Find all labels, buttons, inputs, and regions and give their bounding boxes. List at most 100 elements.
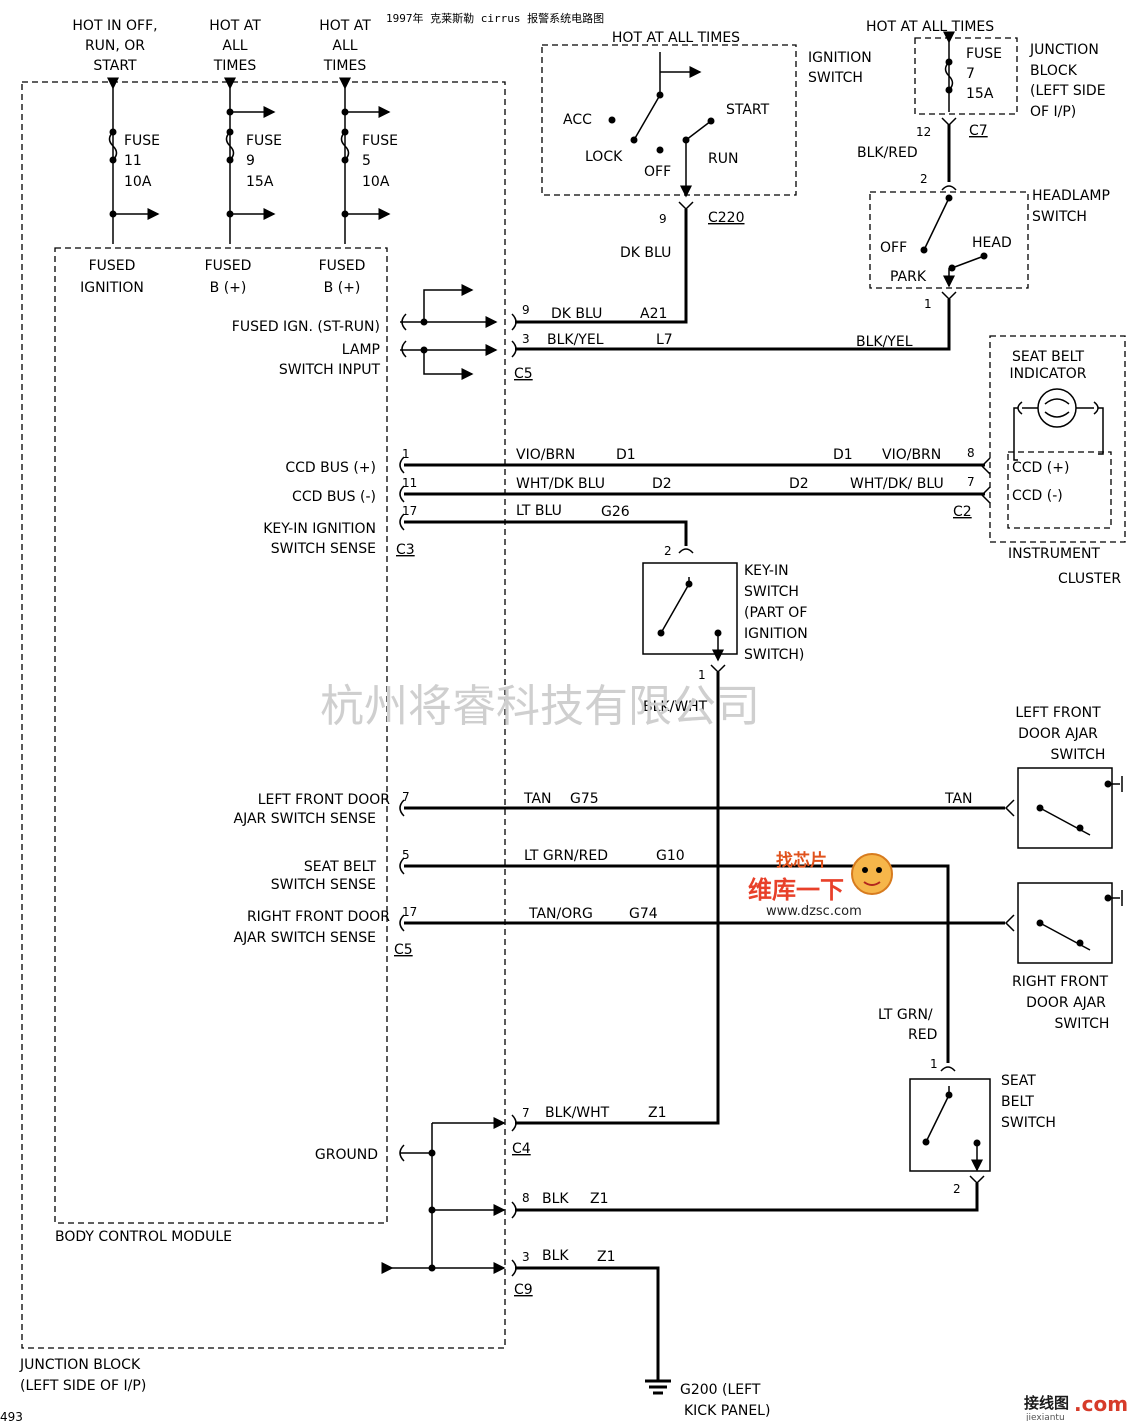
ground-network: GROUND 7 BLK/WHT Z1 C4 8 BLK Z1 3 BLK Z1… — [315, 1105, 667, 1298]
svg-text:BLK: BLK — [542, 1191, 569, 1207]
svg-text:1: 1 — [924, 297, 932, 311]
svg-text:SWITCH: SWITCH — [1032, 209, 1087, 225]
key-in-switch: 2 1 KEY-IN SWITCH (PART OF IGNITION SWIT… — [642, 544, 808, 715]
watermark: 杭州将睿科技有限公司 — [320, 681, 760, 732]
svg-text:7: 7 — [967, 475, 975, 489]
bcm-input-left-door: LEFT FRONT DOOR AJAR SWITCH SENSE 7 TAN … — [234, 790, 1005, 827]
svg-text:SWITCH): SWITCH) — [744, 647, 804, 663]
wire-blk-wht — [515, 672, 720, 1125]
junction-fuse: HOT AT ALL TIMES FUSE 7 15A JUNCTION BLO… — [857, 19, 1106, 161]
svg-text:15A: 15A — [246, 174, 274, 190]
svg-text:G10: G10 — [656, 848, 685, 864]
svg-text:9: 9 — [659, 212, 667, 226]
svg-text:LT BLU: LT BLU — [516, 503, 562, 519]
bcm-power-labels: FUSED IGNITION FUSED B (+) FUSED B (+) — [80, 258, 365, 296]
svg-text:B (+): B (+) — [210, 280, 247, 296]
svg-text:IGNITION: IGNITION — [80, 280, 144, 296]
svg-text:8: 8 — [967, 446, 975, 460]
svg-text:TAN: TAN — [523, 791, 552, 807]
page-id: 493 — [0, 1410, 23, 1421]
junction-block-label: JUNCTION BLOCK — [19, 1357, 141, 1373]
svg-text:11: 11 — [402, 476, 417, 490]
svg-text:TAN: TAN — [944, 791, 973, 807]
svg-text:BLK/RED: BLK/RED — [857, 145, 918, 161]
svg-text:FUSE: FUSE — [246, 133, 282, 149]
svg-text:LEFT FRONT DOOR: LEFT FRONT DOOR — [258, 792, 391, 808]
svg-text:BLOCK: BLOCK — [1030, 63, 1078, 79]
svg-text:9: 9 — [522, 303, 530, 317]
svg-text:D1: D1 — [616, 447, 636, 463]
svg-text:BLK/WHT: BLK/WHT — [545, 1105, 610, 1121]
svg-text:RUN: RUN — [708, 151, 738, 167]
svg-text:PARK: PARK — [890, 269, 927, 285]
svg-text:D1: D1 — [833, 447, 853, 463]
dzsc-logo: 找芯片 维库一下 www.dzsc.com — [748, 850, 893, 919]
svg-text:(LEFT SIDE: (LEFT SIDE — [1030, 83, 1106, 99]
svg-text:找芯片: 找芯片 — [776, 850, 827, 871]
svg-text:7: 7 — [522, 1106, 530, 1120]
wire-blk-yel — [515, 299, 951, 351]
svg-text:Z1: Z1 — [590, 1191, 609, 1207]
ignition-switch: HOT AT ALL TIMES IGNITION SWITCH ACC LOC… — [541, 30, 872, 261]
svg-text:B (+): B (+) — [324, 280, 361, 296]
svg-text:RIGHT FRONT: RIGHT FRONT — [1012, 974, 1109, 990]
svg-text:7: 7 — [402, 790, 410, 804]
bcm-label: BODY CONTROL MODULE — [55, 1229, 232, 1245]
svg-text:FUSE: FUSE — [362, 133, 398, 149]
svg-text:KEY-IN IGNITION: KEY-IN IGNITION — [263, 521, 376, 537]
svg-text:5: 5 — [402, 848, 410, 862]
jiexiantu-logo: 接线图 .com jiexiantu — [1024, 1392, 1128, 1421]
svg-text:GROUND: GROUND — [315, 1147, 378, 1163]
svg-text:10A: 10A — [124, 174, 152, 190]
svg-text:17: 17 — [402, 905, 417, 919]
bcm-input-ccd-plus: CCD BUS (+) 1 VIO/BRN D1 D1 VIO/BRN — [285, 447, 985, 476]
svg-text:FUSE: FUSE — [966, 46, 1002, 62]
svg-text:LT GRN/: LT GRN/ — [878, 1007, 933, 1023]
svg-text:BLK: BLK — [542, 1248, 569, 1264]
svg-text:CLUSTER: CLUSTER — [1058, 571, 1121, 587]
svg-text:www.dzsc.com: www.dzsc.com — [766, 904, 862, 919]
svg-text:TIMES: TIMES — [323, 58, 367, 74]
svg-text:ALL: ALL — [332, 38, 357, 54]
svg-text:17: 17 — [402, 504, 417, 518]
svg-text:JUNCTION: JUNCTION — [1029, 42, 1099, 58]
svg-text:Z1: Z1 — [648, 1105, 667, 1121]
svg-text:SWITCH: SWITCH — [1051, 747, 1106, 763]
svg-text:SEAT BELT: SEAT BELT — [304, 859, 377, 875]
bcm-input-key-in: KEY-IN IGNITION SWITCH SENSE 17 LT BLU G… — [263, 503, 688, 558]
svg-text:LEFT FRONT: LEFT FRONT — [1015, 705, 1101, 721]
svg-text:C7: C7 — [969, 123, 988, 139]
svg-text:CCD (+): CCD (+) — [1012, 460, 1069, 476]
svg-text:A21: A21 — [640, 306, 667, 322]
svg-text:LAMP: LAMP — [342, 342, 380, 358]
svg-text:1: 1 — [930, 1057, 938, 1071]
svg-text:SEAT BELT: SEAT BELT — [1012, 349, 1085, 365]
svg-text:BLK/YEL: BLK/YEL — [547, 332, 604, 348]
svg-text:OFF: OFF — [644, 164, 671, 180]
bcm-outline — [54, 247, 388, 1224]
svg-text:C220: C220 — [708, 210, 745, 226]
svg-text:D2: D2 — [652, 476, 672, 492]
svg-text:WHT/DK/ BLU: WHT/DK/ BLU — [850, 476, 944, 492]
svg-text:AJAR SWITCH SENSE: AJAR SWITCH SENSE — [234, 930, 377, 946]
fuse-9: FUSE 9 15A — [224, 77, 282, 244]
power-header-1: HOT IN OFF, RUN, OR START — [72, 18, 157, 74]
svg-text:DK BLU: DK BLU — [551, 306, 602, 322]
bcm-input-lamp-switch: LAMP SWITCH INPUT 3 BLK/YEL L7 C5 — [279, 332, 673, 382]
wire-blk-ground — [515, 1266, 660, 1380]
instrument-cluster: SEAT BELT INDICATOR INSTRUMENT CLUSTER C… — [953, 335, 1126, 587]
svg-text:WHT/DK BLU: WHT/DK BLU — [516, 476, 605, 492]
svg-text:G74: G74 — [629, 906, 658, 922]
svg-text:C9: C9 — [514, 1282, 533, 1298]
junction-block-outline — [21, 81, 506, 1349]
svg-text:G200 (LEFT: G200 (LEFT — [680, 1382, 761, 1398]
svg-text:1: 1 — [698, 668, 706, 682]
svg-text:SWITCH SENSE: SWITCH SENSE — [271, 877, 376, 893]
svg-text:RUN, OR: RUN, OR — [85, 38, 145, 54]
bcm-input-fused-ign: FUSED IGN. (ST-RUN) 9 DK BLU A21 — [232, 284, 667, 335]
svg-text:HEADLAMP: HEADLAMP — [1032, 188, 1110, 204]
svg-text:C5: C5 — [514, 366, 533, 382]
wire-blk-seat-ground — [515, 1183, 979, 1212]
svg-text:8: 8 — [522, 1191, 530, 1205]
svg-text:C2: C2 — [953, 504, 972, 520]
